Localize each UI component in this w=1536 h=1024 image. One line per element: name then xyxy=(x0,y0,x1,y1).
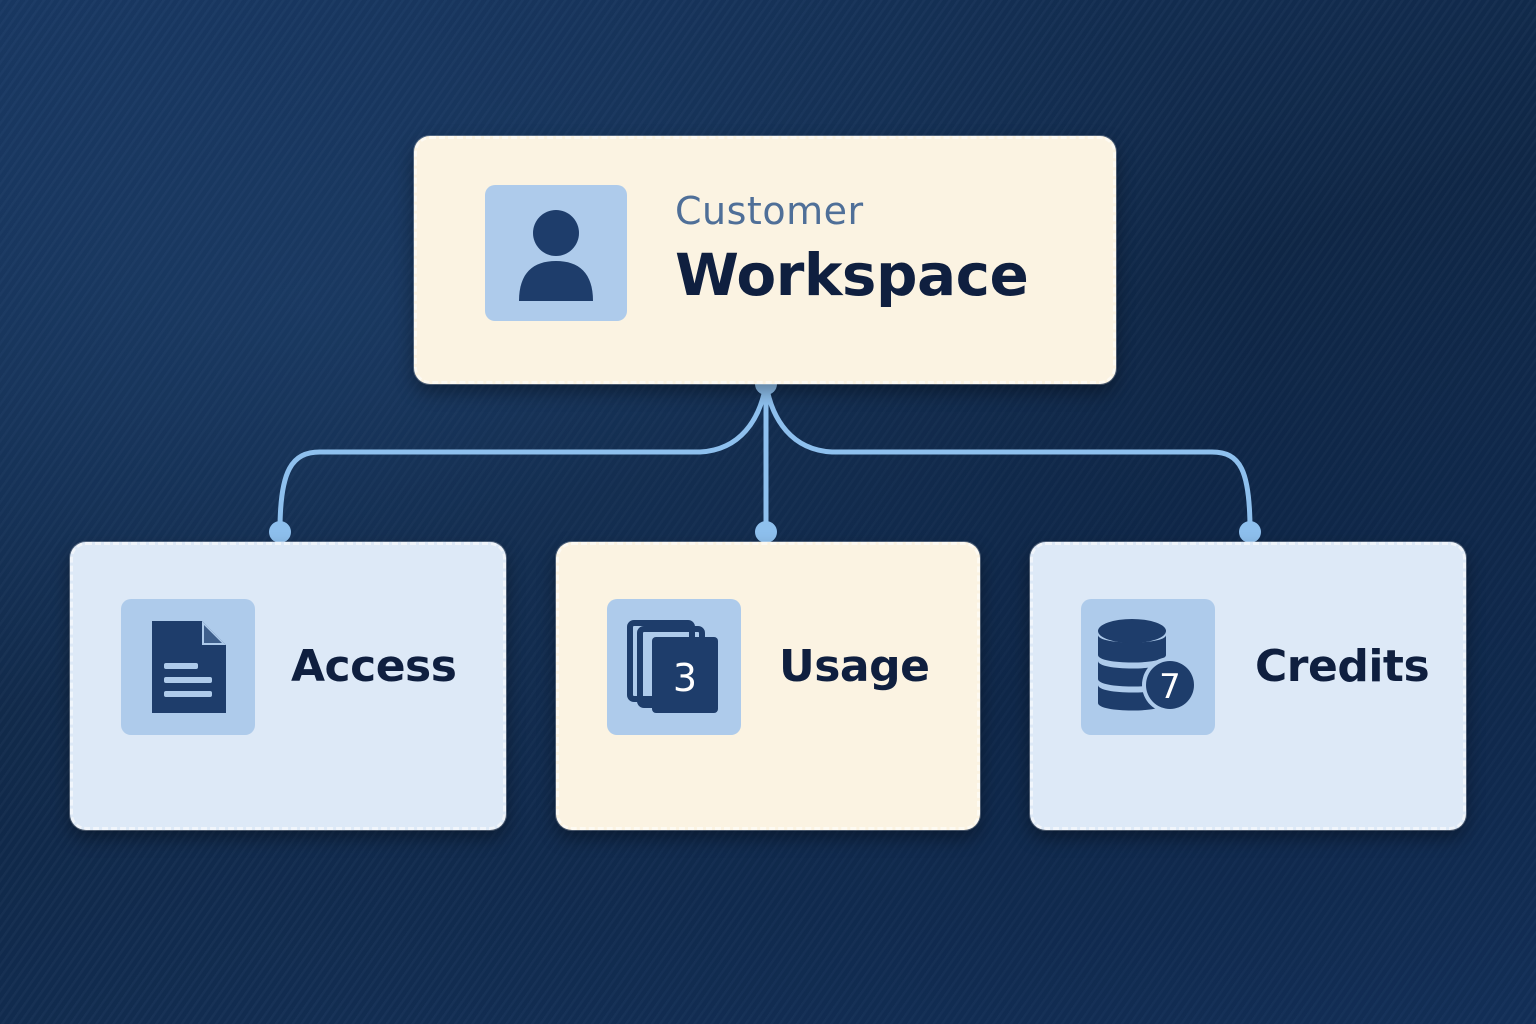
connector-node-usage xyxy=(755,521,777,543)
database-icon-tile: 7 xyxy=(1081,599,1215,735)
root-subtitle: Customer xyxy=(675,189,864,233)
user-icon xyxy=(519,210,593,301)
usage-label: Usage xyxy=(779,641,930,692)
usage-badge-number: 3 xyxy=(673,656,697,700)
customer-workspace-card: Customer Workspace xyxy=(414,136,1116,384)
connector-node-access xyxy=(269,521,291,543)
root-text-group: Customer Workspace xyxy=(675,189,1029,309)
credits-card: 7 Credits xyxy=(1030,542,1466,830)
root-title: Workspace xyxy=(675,241,1029,309)
database-icon: 7 xyxy=(1098,619,1198,713)
usage-card: 3 Usage xyxy=(556,542,980,830)
credits-badge-number: 7 xyxy=(1159,667,1181,707)
credits-label: Credits xyxy=(1255,641,1430,692)
document-icon-tile xyxy=(121,599,255,735)
access-label: Access xyxy=(291,641,457,692)
stacked-cards-icon: 3 xyxy=(627,620,718,713)
user-icon-tile xyxy=(485,185,627,321)
stacked-cards-icon-tile: 3 xyxy=(607,599,741,735)
connector-to-access xyxy=(277,381,769,533)
document-icon xyxy=(152,621,226,713)
access-card: Access xyxy=(70,542,506,830)
connector-node-credits xyxy=(1239,521,1261,543)
connector-to-credits xyxy=(763,381,1253,533)
